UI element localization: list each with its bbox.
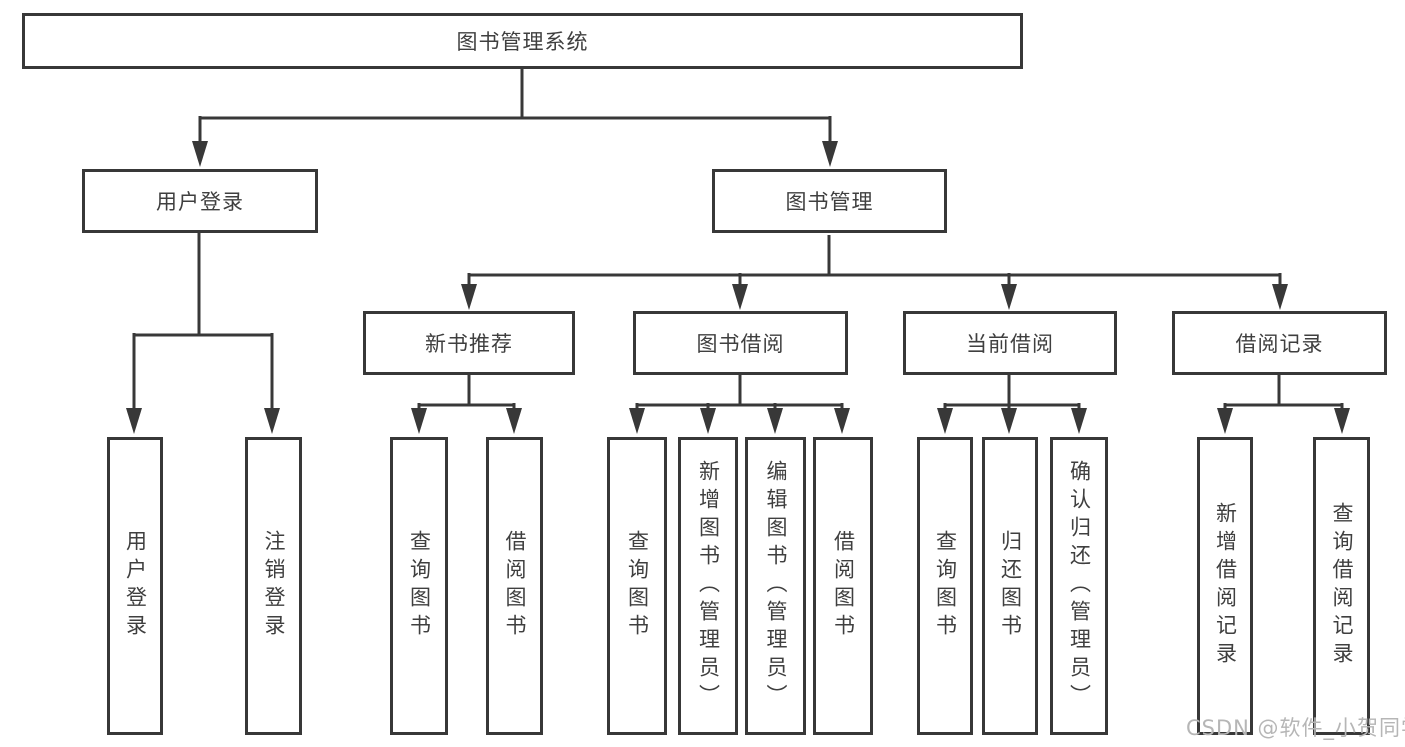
- leaf-add-books-admin: 新增图书（管理员）: [678, 437, 738, 735]
- node-book-management: 图书管理: [712, 169, 947, 233]
- leaf-borrow-books-recommend: 借阅图书: [486, 437, 543, 735]
- node-user-login: 用户登录: [82, 169, 318, 233]
- node-borrow-records: 借阅记录: [1172, 311, 1387, 375]
- leaf-user-login: 用户登录: [107, 437, 163, 735]
- leaf-borrow-books-borrow: 借阅图书: [813, 437, 873, 735]
- leaf-query-books-borrow: 查询图书: [607, 437, 667, 735]
- leaf-add-borrow-record: 新增借阅记录: [1197, 437, 1253, 735]
- node-current-borrow: 当前借阅: [903, 311, 1117, 375]
- node-root: 图书管理系统: [22, 13, 1023, 69]
- node-book-borrow: 图书借阅: [633, 311, 848, 375]
- node-new-book-recommend: 新书推荐: [363, 311, 575, 375]
- leaf-logout: 注销登录: [245, 437, 302, 735]
- leaf-return-books: 归还图书: [982, 437, 1038, 735]
- leaf-query-books-recommend: 查询图书: [390, 437, 448, 735]
- leaf-query-books-current: 查询图书: [917, 437, 973, 735]
- leaf-edit-books-admin: 编辑图书（管理员）: [745, 437, 806, 735]
- leaf-query-borrow-record: 查询借阅记录: [1313, 437, 1370, 735]
- leaf-confirm-return-admin: 确认归还（管理员）: [1050, 437, 1108, 735]
- watermark: CSDN @软件_小贺同学: [1186, 716, 1405, 740]
